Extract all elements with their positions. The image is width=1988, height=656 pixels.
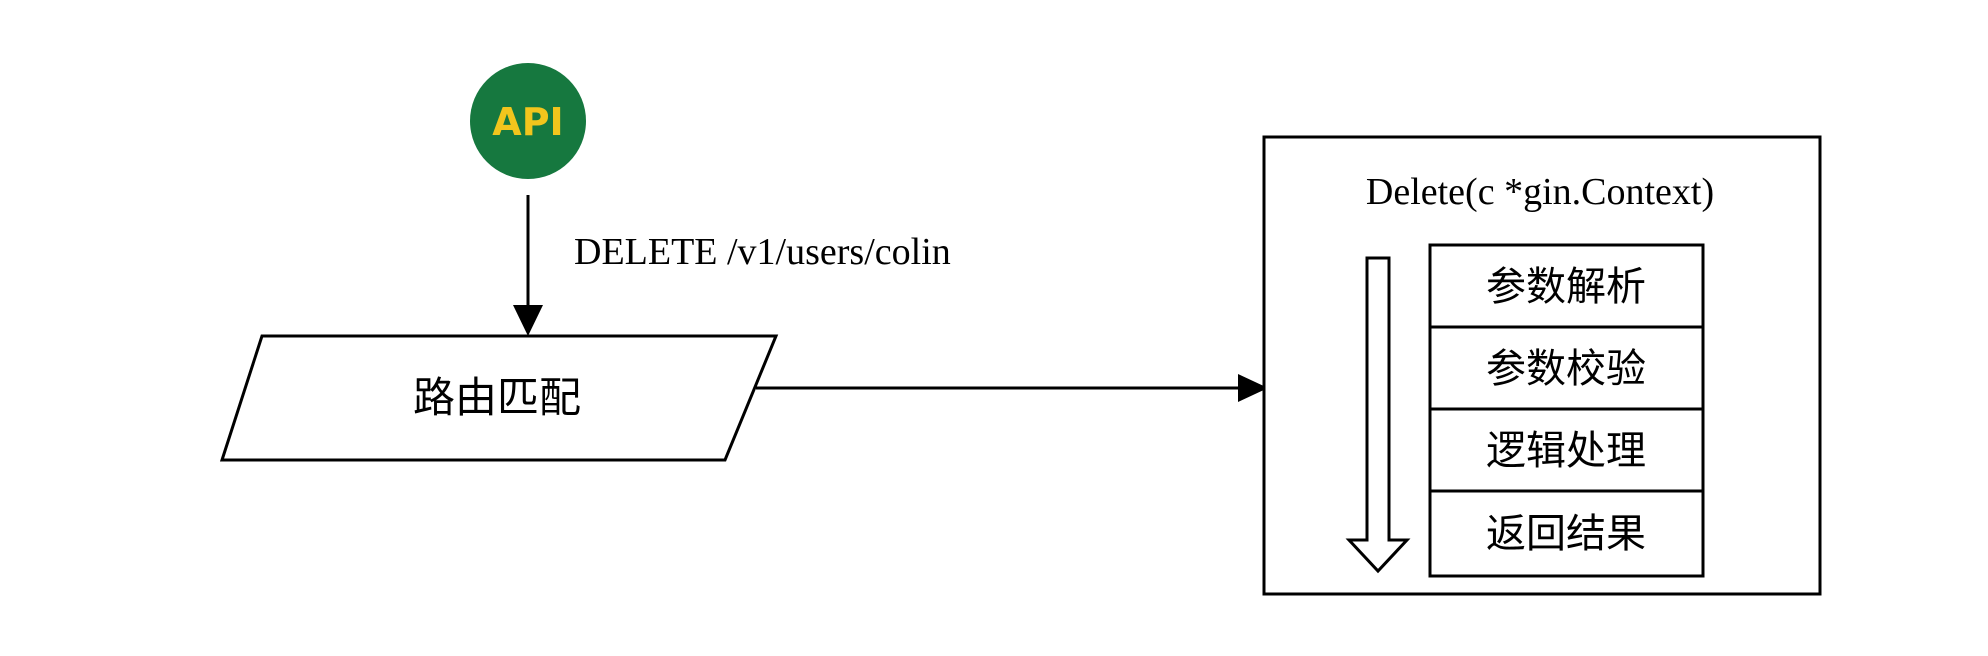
step-label: 逻辑处理 — [1486, 428, 1646, 474]
flow-direction-arrow — [1345, 256, 1411, 574]
router-label: 路由匹配 — [413, 373, 581, 422]
router-shape — [219, 334, 779, 462]
step-label: 参数解析 — [1486, 264, 1646, 310]
step-box — [1428, 489, 1705, 578]
api-badge: API — [470, 63, 586, 179]
step-label: 返回结果 — [1486, 511, 1646, 557]
step-label: 参数校验 — [1486, 346, 1646, 392]
api-badge-label: API — [492, 100, 563, 144]
request-label: DELETE /v1/users/colin — [574, 231, 951, 273]
router-to-handler-arrowhead — [1238, 374, 1268, 402]
step-box — [1428, 243, 1705, 329]
step-box — [1428, 407, 1705, 493]
handler-steps: 参数解析 参数校验 逻辑处理 返回结果 — [1428, 243, 1705, 578]
api-to-router-arrowhead — [513, 305, 543, 336]
router-node: 路由匹配 — [219, 334, 779, 462]
api-badge-circle — [470, 63, 586, 179]
handler-signature: Delete(c *gin.Context) — [1366, 171, 1714, 213]
handler-box: Delete(c *gin.Context) 参数解析 参数校验 逻辑处理 返回… — [1262, 135, 1822, 596]
